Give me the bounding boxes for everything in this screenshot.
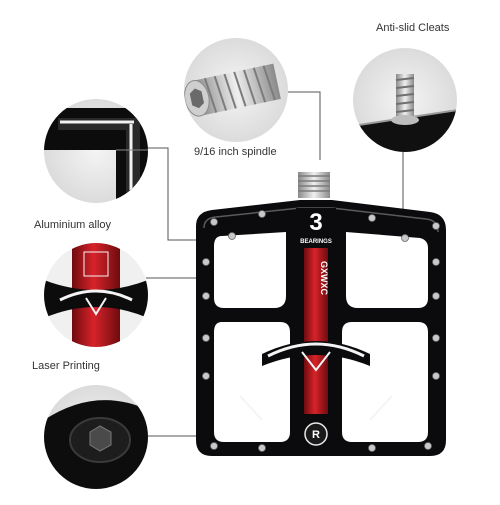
cleat-pins: [202, 210, 440, 452]
anti-slid-cleats-label: Anti-slid Cleats: [376, 22, 450, 34]
logo-number: 3: [309, 209, 322, 236]
laser-printing-label: Laser Printing: [32, 360, 100, 372]
red-spindle: [304, 248, 328, 414]
spindle-leader-line: [288, 91, 321, 160]
logo-text: BEARINGS: [300, 239, 332, 245]
registered-circle-icon: [304, 422, 328, 446]
spindle-label: 9/16 inch spindle: [194, 146, 277, 158]
cap-letter: R: [312, 429, 320, 441]
detail-circle-laser: [44, 243, 148, 347]
detail-circle-alloy: [44, 99, 148, 203]
detail-circle-cleat: [353, 48, 457, 152]
detail-circle-spindle: [184, 38, 288, 142]
bearings-logo: 3 BEARINGS: [300, 209, 332, 245]
aluminium-alloy-label: Aluminium alloy: [34, 219, 112, 231]
pedal-body: 3 BEARINGS GXWXC R: [196, 172, 446, 456]
detail-circle-cap: [44, 385, 148, 489]
spindle-brand-text: GXWXC: [319, 261, 329, 296]
